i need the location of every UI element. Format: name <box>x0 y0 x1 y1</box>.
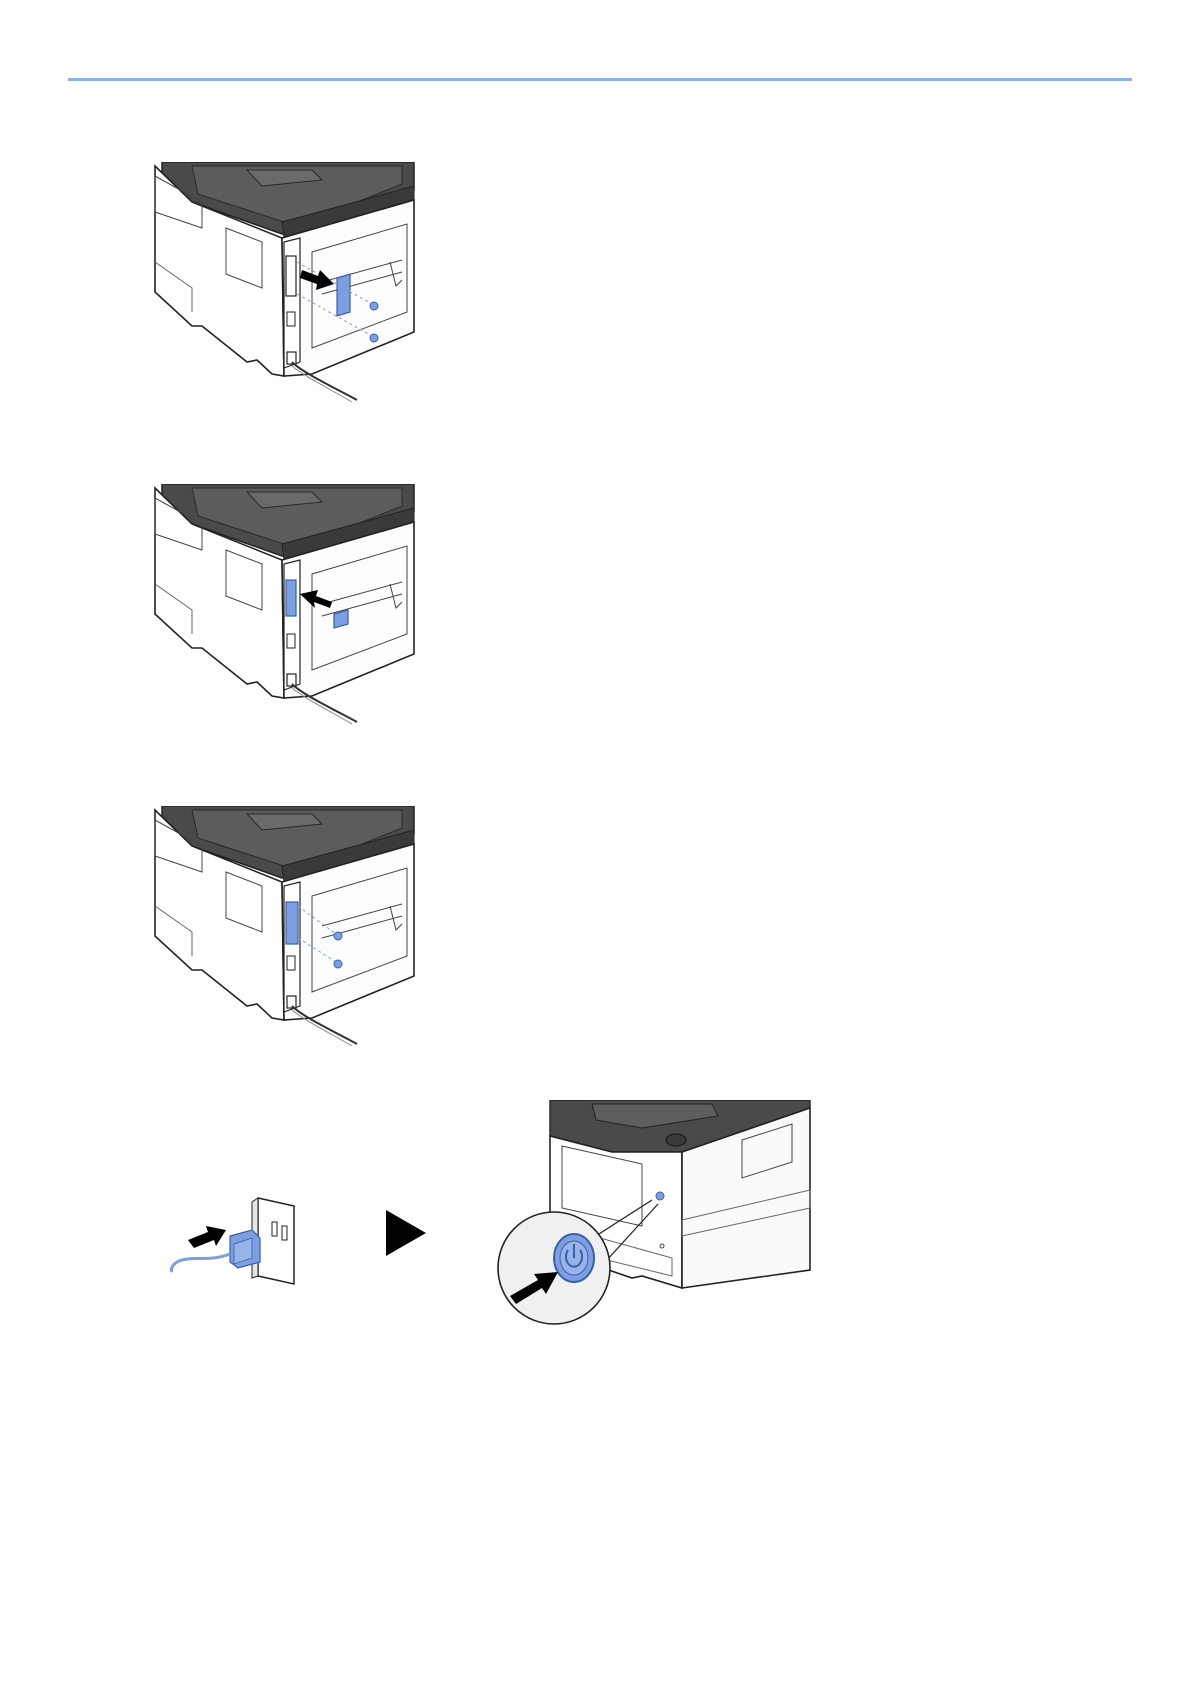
printer-rear-fasten-card-figure <box>152 806 422 1046</box>
printer-rear-insert-card-figure <box>152 484 422 724</box>
next-step-arrow-icon <box>384 1208 428 1258</box>
power-plug-outlet-figure <box>168 1192 308 1292</box>
printer-power-switch-figure <box>492 1100 812 1336</box>
header-rule <box>68 78 1132 81</box>
printer-rear-remove-cover-figure <box>152 162 422 402</box>
